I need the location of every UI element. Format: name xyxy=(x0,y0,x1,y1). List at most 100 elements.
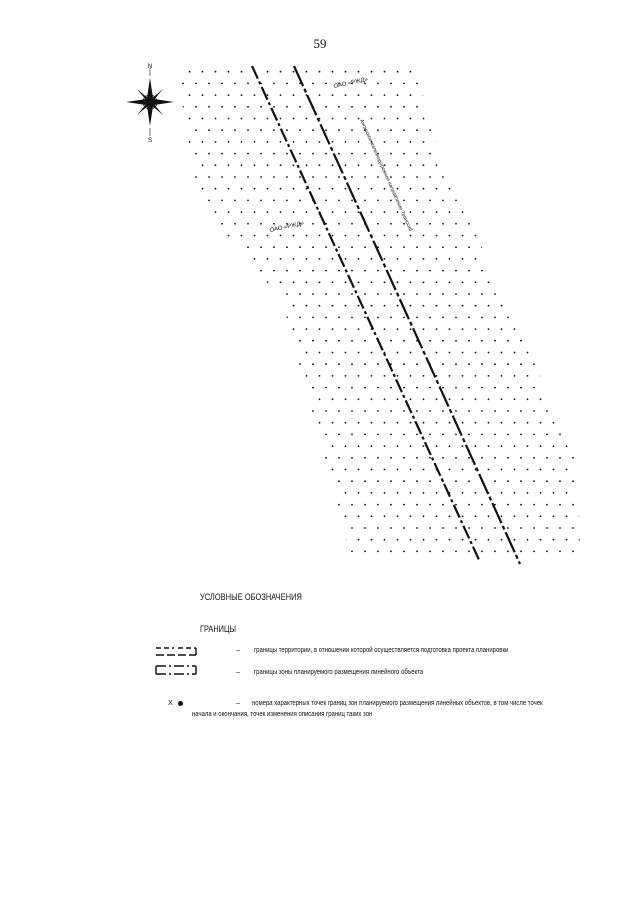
territory-dot xyxy=(487,351,490,354)
territory-dot xyxy=(195,433,197,436)
territory-dot xyxy=(201,328,204,330)
territory-dot xyxy=(357,211,360,214)
territory-dot xyxy=(273,433,275,436)
territory-dot xyxy=(572,105,574,108)
territory-dot xyxy=(461,164,464,167)
territory-dot xyxy=(188,187,191,190)
territory-dot xyxy=(279,141,282,143)
territory-dot xyxy=(598,480,600,482)
territory-dot xyxy=(214,468,217,471)
territory-dot xyxy=(240,94,243,96)
territory-dot xyxy=(546,246,548,249)
territory-dot xyxy=(364,550,366,553)
territory-dot xyxy=(286,339,288,342)
territory-dot xyxy=(455,59,457,61)
territory-dot xyxy=(533,82,535,85)
territory-dot xyxy=(487,421,490,424)
territory-dot xyxy=(214,281,217,284)
territory-dot xyxy=(351,503,353,506)
territory-dot xyxy=(228,562,230,564)
territory-dot xyxy=(422,468,425,471)
territory-dot xyxy=(598,504,600,506)
territory-dot xyxy=(195,316,197,319)
territory-dot xyxy=(409,187,412,190)
territory-dot xyxy=(299,222,301,225)
territory-dot xyxy=(370,70,373,73)
territory-dot xyxy=(247,129,249,132)
territory-dot xyxy=(468,503,470,506)
territory-dot xyxy=(481,433,483,436)
territory-dot xyxy=(176,258,178,260)
territory-dot xyxy=(247,105,249,108)
territory-dot xyxy=(487,304,490,307)
territory-dot xyxy=(286,456,288,459)
territory-dot xyxy=(247,152,249,155)
territory-dot xyxy=(520,246,522,249)
territory-dot xyxy=(260,527,262,529)
territory-dot xyxy=(383,164,386,167)
territory-dot xyxy=(312,82,314,85)
territory-dot xyxy=(318,328,321,330)
territory-dot xyxy=(279,398,282,401)
territory-dot xyxy=(442,176,444,178)
territory-dot xyxy=(481,339,483,342)
territory-dot xyxy=(552,515,555,518)
territory-dot xyxy=(234,339,236,342)
territory-dot xyxy=(494,176,496,178)
territory-dot xyxy=(234,456,236,459)
territory-dot xyxy=(253,468,256,471)
territory-dot xyxy=(585,480,587,482)
territory-dot xyxy=(182,456,184,459)
territory-dot xyxy=(234,363,236,366)
territory-dot xyxy=(390,105,392,108)
territory-dot xyxy=(299,503,301,506)
territory-dot xyxy=(494,410,496,412)
territory-dot xyxy=(429,152,431,155)
territory-dot xyxy=(182,503,184,506)
territory-dot xyxy=(325,363,327,366)
territory-dot xyxy=(429,82,431,85)
territory-dot xyxy=(247,316,249,319)
territory-dot xyxy=(377,316,379,319)
territory-dot xyxy=(526,515,529,518)
territory-dot xyxy=(409,421,412,424)
territory-dot xyxy=(390,527,392,529)
territory-dot xyxy=(390,550,392,553)
territory-dot xyxy=(585,223,587,225)
territory-dot xyxy=(507,152,509,155)
territory-dot xyxy=(572,480,574,483)
legend-title: УСЛОВНЫЕ ОБОЗНАЧЕНИЯ xyxy=(200,592,302,602)
territory-dot xyxy=(221,199,223,202)
territory-dot xyxy=(494,550,496,553)
territory-dot xyxy=(481,550,483,553)
territory-dot xyxy=(169,387,171,389)
territory-dot xyxy=(318,351,321,354)
territory-dot xyxy=(507,527,509,529)
territory-dot xyxy=(253,421,256,424)
territory-dot xyxy=(331,328,334,330)
territory-dot xyxy=(598,340,600,342)
territory-dot xyxy=(527,562,529,564)
territory-dot xyxy=(578,117,580,120)
territory-dot xyxy=(169,246,171,248)
territory-dot xyxy=(396,164,399,167)
territory-dot xyxy=(169,363,171,365)
territory-dot xyxy=(299,199,301,202)
territory-dot xyxy=(260,293,262,295)
territory-dot xyxy=(208,176,210,178)
territory-dot xyxy=(409,281,412,284)
territory-dot xyxy=(260,316,262,319)
territory-dot xyxy=(526,304,529,307)
territory-dot xyxy=(390,293,392,295)
territory-dot xyxy=(461,375,464,377)
territory-dot xyxy=(533,386,535,389)
territory-dot xyxy=(292,468,295,471)
territory-dot xyxy=(409,398,412,401)
territory-dot xyxy=(370,351,373,354)
territory-dot xyxy=(572,59,574,61)
territory-dot xyxy=(286,363,288,366)
territory-dot xyxy=(455,293,457,295)
territory-dot xyxy=(240,187,243,190)
territory-dot xyxy=(266,328,269,330)
territory-dot xyxy=(182,480,184,483)
